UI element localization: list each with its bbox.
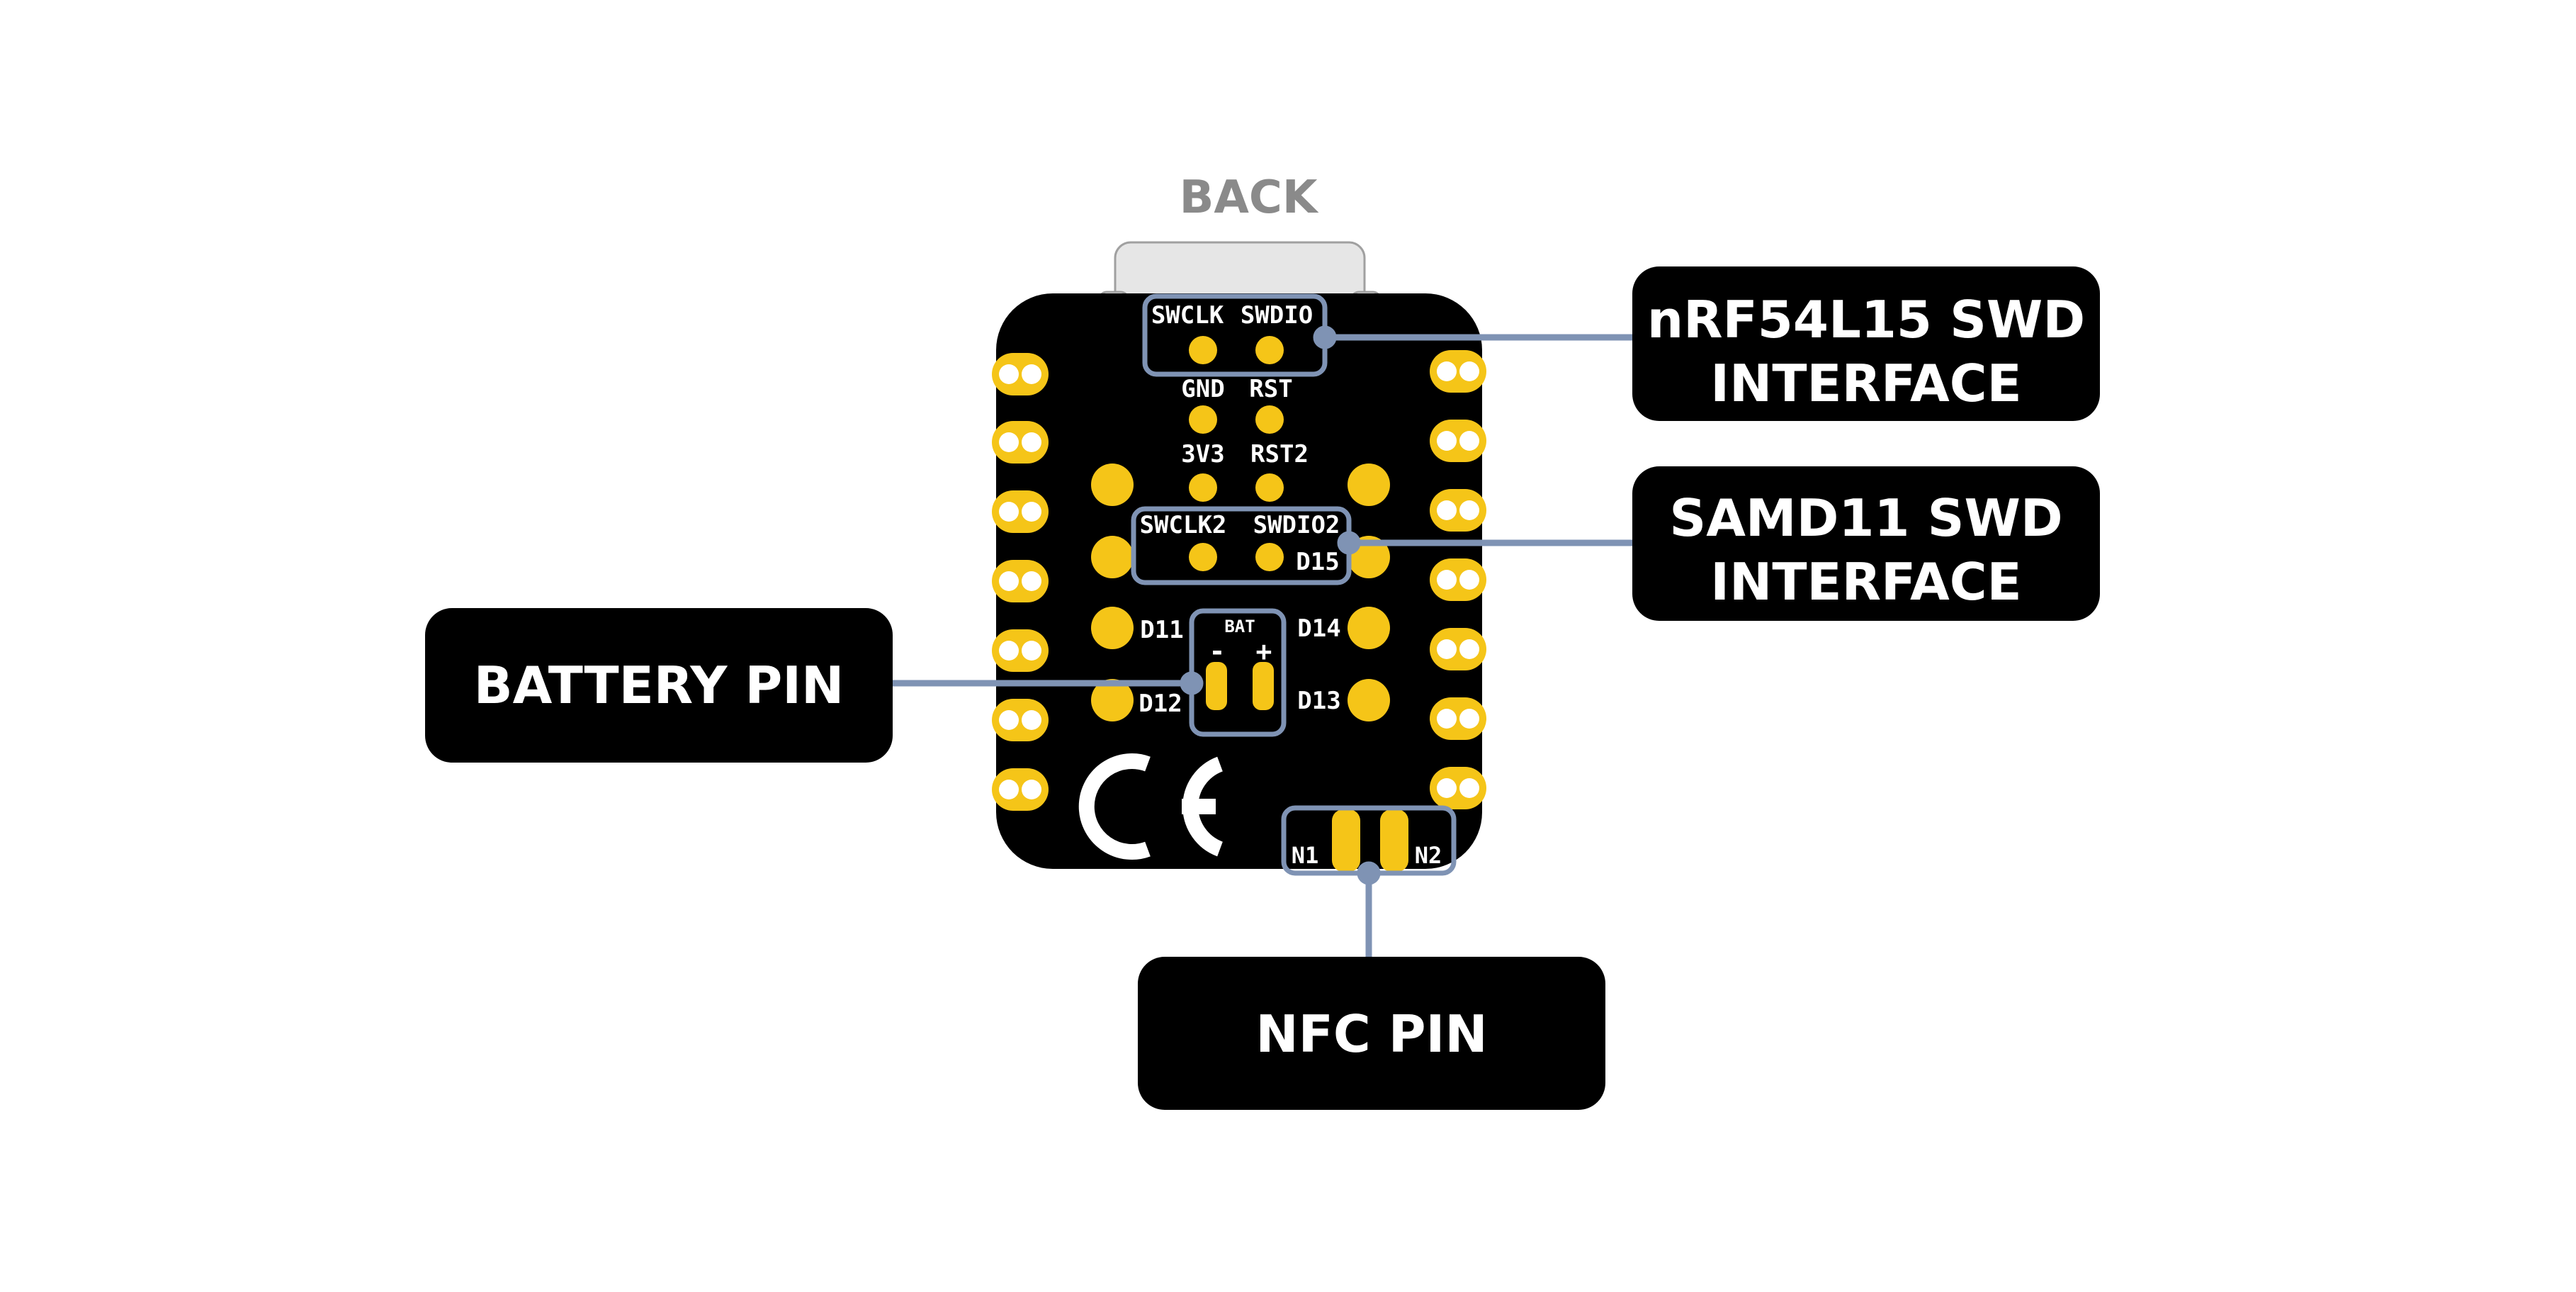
pad-label-d14: D14 <box>1297 614 1340 643</box>
callout-samd-swd: SAMD11 SWD INTERFACE <box>1632 466 2100 621</box>
pad-label-bat-minus: - <box>1209 636 1226 667</box>
pad-label-swclk2: SWCLK2 <box>1140 511 1227 539</box>
left-edge-pads <box>992 353 1049 811</box>
pad-label-d15: D15 <box>1296 548 1339 576</box>
pad-label-bat: BAT <box>1224 617 1255 636</box>
callout-samd-line1: SAMD11 SWD <box>1669 488 2062 548</box>
test-pads <box>1189 336 1284 571</box>
pad-label-d13: D13 <box>1297 687 1340 715</box>
pad-label-bat-plus: + <box>1256 636 1272 667</box>
pad-label-n1: N1 <box>1292 842 1319 869</box>
callout-nfc-pin: NFC PIN <box>1138 957 1605 1110</box>
pad-label-swdio: SWDIO <box>1241 301 1313 330</box>
ce-mark-icon <box>1078 753 1224 860</box>
callout-nfc-text: NFC PIN <box>1255 1004 1487 1064</box>
pad-label-gnd: GND <box>1181 375 1224 403</box>
pad-label-3v3: 3V3 <box>1181 440 1224 468</box>
pad-label-n2: N2 <box>1415 842 1442 869</box>
right-edge-pads <box>1430 350 1486 809</box>
large-pads <box>1091 464 1390 721</box>
pad-label-rst2: RST2 <box>1250 440 1309 468</box>
pad-label-rst: RST <box>1249 375 1292 403</box>
callout-battery-pin: BATTERY PIN <box>425 608 893 763</box>
callout-nrf-swd: nRF54L15 SWD INTERFACE <box>1632 266 2100 421</box>
callout-battery-text: BATTERY PIN <box>474 656 844 715</box>
view-label: BACK <box>1180 172 1319 224</box>
pad-label-d12: D12 <box>1139 690 1182 718</box>
callout-samd-line2: INTERFACE <box>1710 552 2021 612</box>
callout-nrf-line1: nRF54L15 SWD <box>1647 290 2085 349</box>
nfc-pads <box>1332 809 1408 872</box>
pad-label-d11: D11 <box>1140 616 1183 644</box>
battery-pads <box>1206 662 1274 710</box>
pad-label-swdio2: SWDIO2 <box>1253 511 1340 539</box>
callout-nrf-line2: INTERFACE <box>1710 354 2021 413</box>
silkscreen-labels: SWCLK SWDIO GND RST 3V3 RST2 SWCLK2 SWDI… <box>1139 301 1442 869</box>
leader-lines <box>891 325 1644 958</box>
pad-label-swclk: SWCLK <box>1151 301 1224 330</box>
